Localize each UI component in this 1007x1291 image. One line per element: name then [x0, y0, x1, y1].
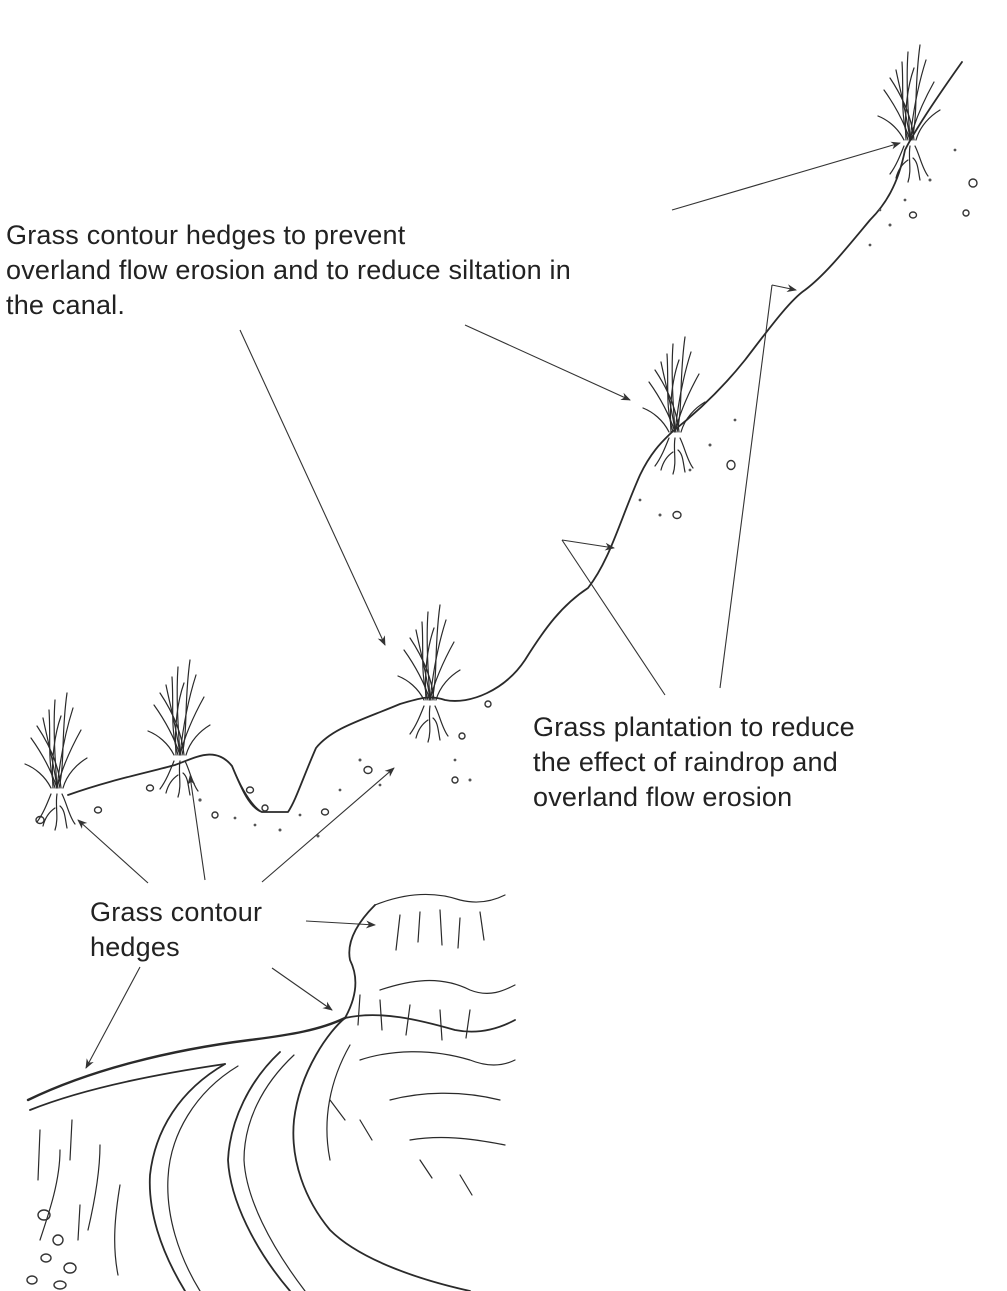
- arrow-top-1: [240, 330, 385, 645]
- grass-clump-icon: [398, 605, 460, 742]
- arrow-right-2: [720, 285, 772, 688]
- arrow-bottom-3: [262, 768, 394, 882]
- plantation-purpose-line-3: overland flow erosion: [533, 780, 855, 815]
- contour-hedges-label: Grass contour hedges: [90, 895, 262, 965]
- plantation-purpose-label: Grass plantation to reduce the effect of…: [533, 710, 855, 815]
- grass-clump-icon: [878, 45, 940, 182]
- arrow-bottom-1: [78, 820, 148, 883]
- plantation-purpose-line-1: Grass plantation to reduce: [533, 710, 855, 745]
- hedge-purpose-label: Grass contour hedges to prevent overland…: [6, 218, 571, 323]
- arrow-right-1: [562, 540, 665, 695]
- arrow-bottom-6: [86, 967, 140, 1068]
- grass-clump-icon: [25, 693, 87, 830]
- contour-hedges-line-1: Grass contour: [90, 895, 262, 930]
- arrow-bottom-4: [306, 921, 375, 925]
- plantation-purpose-line-2: the effect of raindrop and: [533, 745, 855, 780]
- hedge-purpose-line-2: overland flow erosion and to reduce silt…: [6, 253, 571, 288]
- contour-hedges-line-2: hedges: [90, 930, 262, 965]
- arrow-top-3: [672, 143, 900, 210]
- grass-clump-icon: [148, 660, 210, 797]
- hedge-purpose-line-1: Grass contour hedges to prevent: [6, 218, 571, 253]
- arrow-right-1b: [562, 540, 614, 548]
- arrow-bottom-2: [190, 776, 205, 880]
- arrow-top-2: [465, 325, 630, 400]
- arrow-bottom-5: [272, 968, 332, 1010]
- arrow-right-2b: [772, 285, 796, 290]
- hedge-purpose-line-3: the canal.: [6, 288, 571, 323]
